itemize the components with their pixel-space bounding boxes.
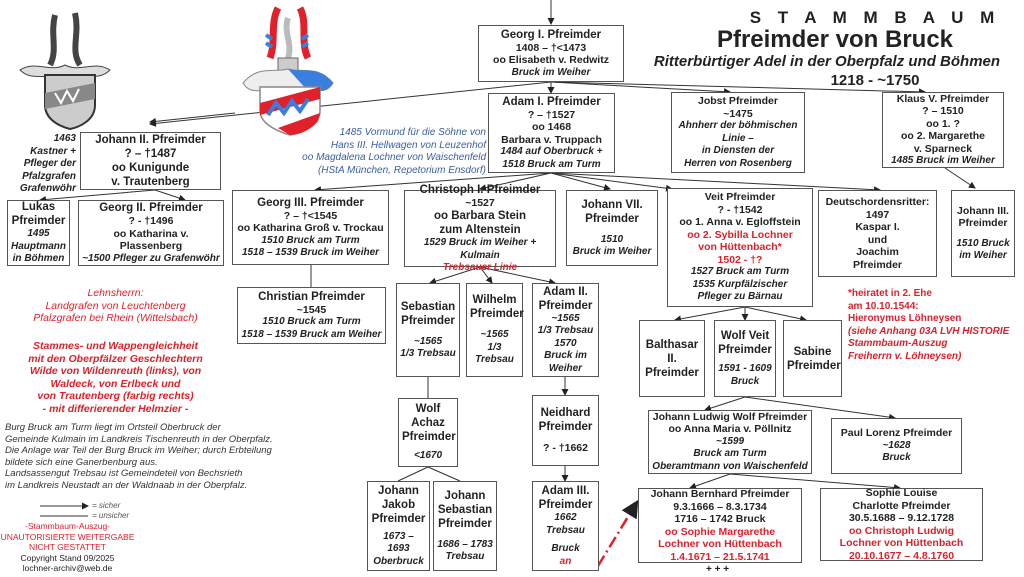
arrow-johann2-to-georg2 [154, 189, 186, 202]
uncertain-link-adam3-to-bernhard [596, 499, 639, 567]
person-johann-vii: Johann VII. Pfreimder 1510 Bruck im Weih… [566, 190, 658, 266]
person-wilhelm: Wilhelm Pfreimder ~1565 1/3 Trebsau [466, 283, 524, 377]
person-adam-i: Adam I. Pfreimder ? – †1527 oo 1468 Barb… [488, 93, 615, 173]
person-johann-sebastian: Johann Sebastian Pfreimder 1686 – 1783 T… [433, 481, 497, 571]
arrow-johannludwig-to-sophie [729, 473, 901, 491]
crest-left-icon [19, 12, 111, 130]
person-christoph-i: Christoph I. Pfreimder ~1527 oo Barbara … [404, 184, 556, 273]
note-lehnsherrn: Lehnsherrn: Landgrafen von Leuchtenberg … [33, 287, 198, 324]
person-deutschordensritter: Deutschordensritter: 1497 Kaspar I. und … [818, 190, 937, 277]
person-johann-bernhard: Johann Bernhard Pfreimder 9.3.1666 – 8.3… [638, 488, 802, 563]
note-vormund: 1485 Vormund für die Söhne von Hans III.… [302, 127, 486, 176]
arrow-adam1-to-georg3 [314, 172, 552, 194]
legend-sure-label: = sicher [92, 501, 121, 510]
person-jobst: Jobst Pfreimder ~1475 Ahnherr der böhmis… [671, 92, 805, 173]
person-lukas: Lukas Pfreimder 1495 Hauptmann in Böhmen [7, 200, 70, 266]
person-sabine: Sabine Pfreimder [783, 320, 842, 397]
arrow-georg1-to-jobst [550, 81, 731, 96]
person-neidhard: Neidhard Pfreimder ? - †1662 [532, 395, 599, 466]
line-wolfachaz-to-sebastian2 [427, 466, 461, 482]
title-subtitle: Ritterbürtiger Adel in der Oberpfalz und… [653, 53, 1001, 70]
arrow-johannludwig-to-bernhard [689, 473, 731, 490]
plus-marks: + + + [706, 564, 730, 575]
title-stammbaum: S T A M M B A U M [749, 8, 1001, 27]
person-georg-iii: Georg III. Pfreimder ? – †<1545 oo Katha… [232, 190, 389, 265]
note-burg-bruck: Burg Bruck am Turm liegt im Ortsteil Obe… [5, 422, 273, 491]
person-sophie-louise-charlotte: Sophie Louise Charlotte Pfreimder 30.5.1… [820, 487, 983, 562]
person-johann-iii: Johann III. Pfreimder 1510 Bruck im Weih… [951, 190, 1015, 277]
person-johann-jakob: Johann Jakob Pfreimder 1673 – 1693 Oberb… [367, 481, 430, 571]
copyright-footer: -Stammbaum-Auszug- UNAUTORISIERTE WEITER… [0, 521, 135, 573]
line-wolfachaz-to-jakob [397, 466, 429, 482]
arrow-adam1-to-veit [550, 172, 673, 192]
title-family-name: Pfreimder von Bruck [716, 26, 954, 53]
title-years: 1218 - ~1750 [830, 72, 920, 89]
person-klaus-v: Klaus V. Pfreimder ? – 1510 oo 1. ? oo 2… [882, 92, 1004, 168]
arrow-wolfveit-to-paullorenz [744, 396, 896, 421]
person-georg-i: Georg I. Pfreimder 1408 – †<1473 oo Elis… [478, 25, 624, 82]
person-adam-iii: Adam III. Pfreimder 1662 Trebsau Bruck a… [532, 481, 599, 571]
person-christian: Christian Pfreimder ~1545 1510 Bruck am … [237, 287, 386, 344]
person-wolf-veit: Wolf Veit Pfreimder 1591 - 1609 Bruck [714, 320, 776, 397]
arrow-johann2-to-lukas [39, 189, 156, 203]
legend-unsure-label: = unsicher [92, 511, 130, 520]
arrow-wolfveit-to-johannludwig [704, 396, 746, 412]
person-georg-ii: Georg II. Pfreimder ? - †1496 oo Kathari… [78, 200, 224, 266]
arrow-georg1-to-klaus [550, 81, 926, 96]
person-paul-lorenz: Paul Lorenz Pfreimder ~1628 Bruck [831, 418, 962, 474]
arrow-adam1-to-christoph [479, 172, 552, 192]
person-wolf-achaz: Wolf Achaz Pfreimder <1670 [398, 398, 458, 467]
arrow-veit-to-balthasar [674, 306, 746, 323]
person-balthasar-ii: Balthasar II. Pfreimder [639, 320, 705, 397]
arrow-veit-to-sabine [744, 306, 807, 323]
note-stammesgleichheit: Stammes- und Wappengleichheit mit den Ob… [28, 340, 203, 415]
arrow-christoph-to-wilhelm [479, 266, 493, 284]
arrow-christoph-to-sebastian [429, 266, 481, 285]
arrow-adam1-to-deutschorden [550, 172, 881, 194]
arrow-klaus-to-johann3 [944, 167, 976, 189]
note-kastner: 1463 Kastner + Pfleger der Pfalzgrafen G… [19, 133, 76, 194]
arrow-christoph-to-adam2 [479, 266, 556, 286]
person-adam-ii: Adam II. Pfreimder ~1565 1/3 Trebsau 157… [532, 283, 599, 377]
person-sebastian: Sebastian Pfreimder ~1565 1/3 Trebsau [396, 283, 460, 377]
person-johann-ii: Johann II. Pfreimder ? – †1487 oo Kunigu… [80, 132, 221, 190]
arrow-georg1-to-johann2 [149, 81, 552, 127]
note-heiratet: *heiratet in 2. Ehe am 10.10.1544: Hiero… [848, 288, 1010, 362]
email-link[interactable]: lochner-archiv@web.de [22, 563, 113, 573]
arrow-adam1-to-johann7 [550, 172, 611, 191]
arrow-crest-to-johann2 [149, 112, 236, 125]
crest-right-icon [242, 6, 334, 136]
person-johann-ludwig-wolf: Johann Ludwig Wolf Pfreimder oo Anna Mar… [648, 410, 812, 474]
person-veit: Veit Pfreimder ? - †1542 oo 1. Anna v. E… [667, 188, 813, 307]
